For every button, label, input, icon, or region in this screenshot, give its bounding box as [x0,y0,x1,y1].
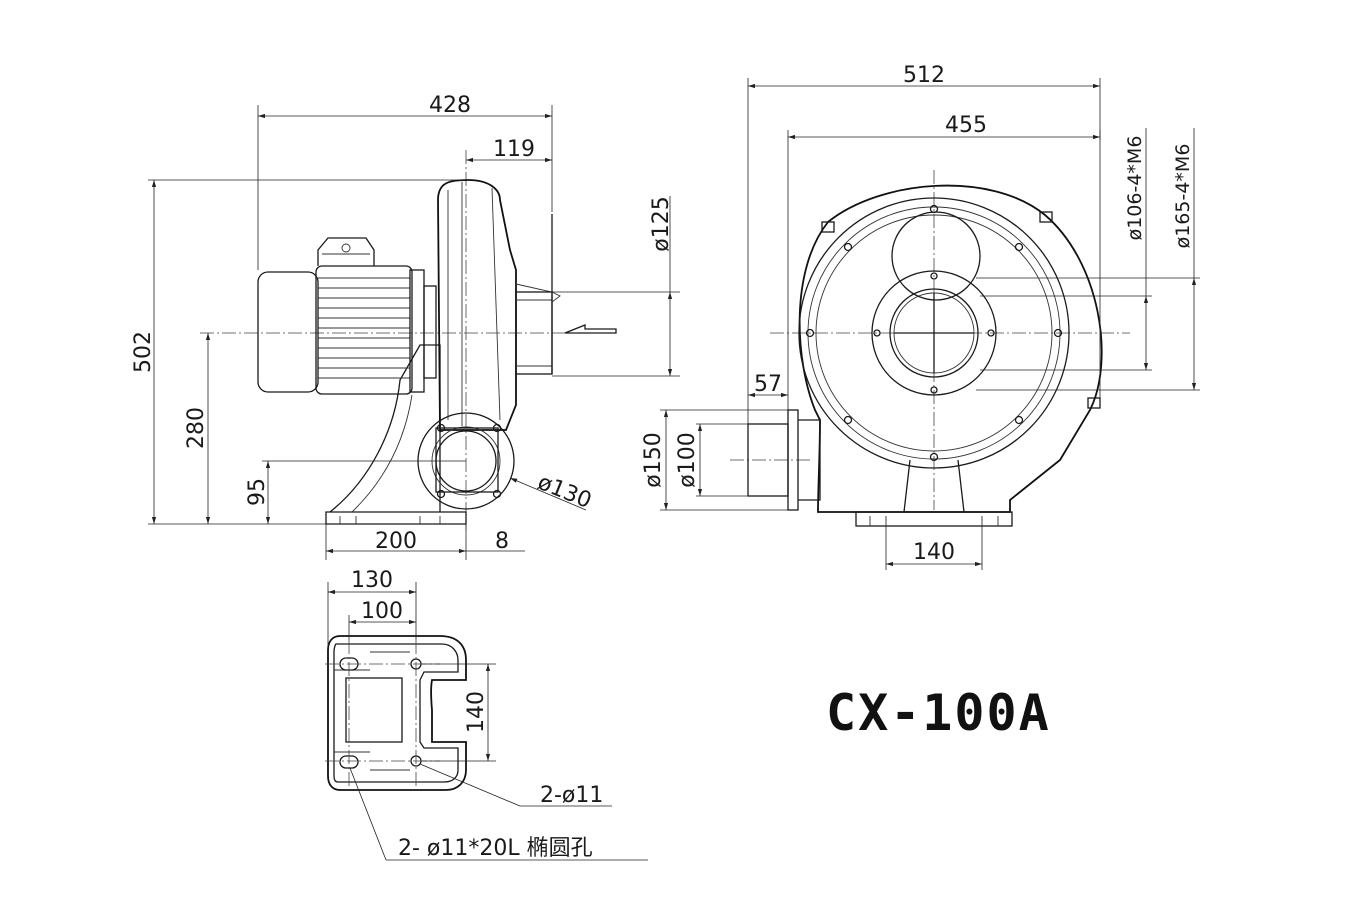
motor-fins [318,277,410,379]
dim-150-label: ø150 [641,432,666,487]
dim-95-label: 95 [245,478,270,506]
model-title: CX-100A [826,684,1051,742]
dim-100-label: ø100 [675,432,700,487]
housing-bolts [805,204,1063,462]
dim-502-label: 502 [131,331,156,373]
dim-57-label: 57 [754,372,782,397]
note-round-holes: 2-ø11 [540,783,603,808]
dim-140-base-label: 140 [464,691,489,733]
dim-280-label: 280 [184,407,209,449]
front-view: 512 455 57 ø150 ø100 140 ø106-4*M6 [641,63,1200,570]
dim-130-base-label: 130 [351,568,393,593]
dim-455-label: 455 [945,113,987,138]
dim-165-label: ø165-4*M6 [1172,144,1194,249]
note-slot-holes: 2- ø11*20L 椭圆孔 [398,836,593,861]
dim-200-label: 200 [375,529,417,554]
dim-130-label: ø130 [534,470,595,514]
dim-106-label: ø106-4*M6 [1124,136,1146,241]
dim-8-label: 8 [495,529,509,554]
dim-125-label: ø125 [649,196,674,251]
dim-428-label: 428 [429,93,471,118]
dim-119-label: 119 [493,137,535,162]
side-view: 428 119 502 280 95 200 8 ø125 ø130 [131,93,680,560]
dim-140-front-label: 140 [913,540,955,565]
dim-100-base-label: 100 [361,599,403,624]
dim-512-label: 512 [903,63,945,88]
base-view: 130 100 140 2-ø11 2- ø11*20L 椭圆孔 [325,568,648,861]
airflow-arrow-icon [564,324,617,334]
